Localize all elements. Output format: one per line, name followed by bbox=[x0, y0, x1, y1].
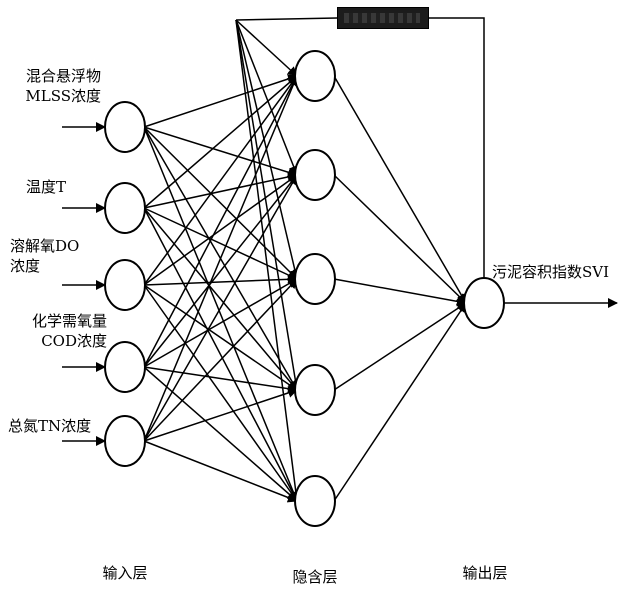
layer-caption-hidden: 隐含层 bbox=[292, 568, 338, 586]
connection-edges bbox=[143, 74, 467, 503]
input-hidden-edge bbox=[143, 274, 298, 286]
input-hidden-edge bbox=[143, 207, 298, 280]
input-label-line1: 化学需氧量 bbox=[31, 312, 107, 330]
input-hidden-edge bbox=[143, 174, 298, 368]
feedback-path-right bbox=[429, 17, 485, 278]
hidden-neuron bbox=[294, 364, 336, 416]
input-label-line2: MLSS浓度 bbox=[25, 87, 101, 105]
hidden-neuron bbox=[294, 50, 336, 102]
input-hidden-edge bbox=[143, 278, 298, 368]
feedback-edge bbox=[235, 19, 300, 280]
input-label-line1: 总氮TN浓度 bbox=[8, 417, 92, 435]
hidden-neuron bbox=[294, 253, 336, 305]
feedback-edge bbox=[235, 19, 298, 77]
input-label-tn: 总氮TN浓度 bbox=[8, 416, 91, 436]
input-hidden-edge bbox=[143, 284, 298, 502]
hidden-output-edge bbox=[333, 302, 467, 391]
input-label-line2: COD浓度 bbox=[41, 332, 107, 350]
input-label-temp: 温度T bbox=[26, 177, 66, 197]
input-hidden-edge bbox=[143, 174, 298, 286]
input-neuron bbox=[104, 415, 146, 467]
input-label-line1: 溶解氧DO bbox=[10, 237, 80, 255]
hidden-output-edge bbox=[333, 278, 467, 307]
input-hidden-edge bbox=[143, 75, 299, 442]
feedback-edge bbox=[235, 19, 301, 502]
feedback-loop bbox=[235, 17, 485, 502]
input-hidden-edge bbox=[143, 74, 298, 128]
input-hidden-edge bbox=[143, 75, 298, 368]
hidden-neuron bbox=[294, 149, 336, 201]
hidden-output-edge bbox=[333, 75, 467, 304]
output-label: 污泥容积指数SVI bbox=[492, 263, 610, 281]
input-label-line2: 浓度 bbox=[10, 257, 41, 275]
hidden-output-edge bbox=[333, 302, 467, 502]
output-neuron bbox=[463, 277, 505, 329]
input-hidden-edge bbox=[143, 440, 298, 503]
layer-caption-input: 输入层 bbox=[102, 564, 148, 582]
input-hidden-edge bbox=[143, 284, 298, 391]
layer-caption-output: 输出层 bbox=[462, 564, 508, 582]
input-hidden-edge bbox=[143, 126, 298, 178]
input-arrows bbox=[62, 122, 618, 446]
input-label-do: 溶解氧DO 浓度 bbox=[10, 236, 79, 276]
input-hidden-edge bbox=[143, 172, 298, 209]
input-label-line1: 混合悬浮物 bbox=[25, 67, 101, 85]
input-neuron bbox=[104, 341, 146, 393]
input-neuron bbox=[104, 101, 146, 153]
input-label-cod: 化学需氧量 COD浓度 bbox=[32, 311, 107, 351]
input-hidden-edge bbox=[143, 75, 298, 209]
feedback-edge bbox=[235, 19, 301, 391]
neurons bbox=[104, 50, 505, 527]
input-neuron bbox=[104, 259, 146, 311]
input-hidden-edge bbox=[143, 126, 298, 280]
feedback-path-left bbox=[235, 17, 338, 21]
input-hidden-edge bbox=[143, 126, 299, 502]
input-label-line1: 温度T bbox=[26, 178, 67, 196]
delay-block bbox=[337, 7, 429, 29]
feedback-edge bbox=[235, 19, 299, 176]
input-hidden-edge bbox=[143, 366, 298, 394]
hidden-output-edge bbox=[333, 174, 467, 304]
input-neuron bbox=[104, 182, 146, 234]
hidden-neuron bbox=[294, 475, 336, 527]
input-hidden-edge bbox=[143, 388, 298, 442]
input-hidden-edge bbox=[143, 174, 298, 442]
input-label-mlss: 混合悬浮物 MLSS浓度 bbox=[25, 66, 101, 106]
input-hidden-edge bbox=[143, 366, 298, 502]
input-hidden-edge bbox=[143, 207, 298, 391]
input-hidden-edge bbox=[143, 207, 298, 502]
input-hidden-edge bbox=[143, 278, 298, 442]
